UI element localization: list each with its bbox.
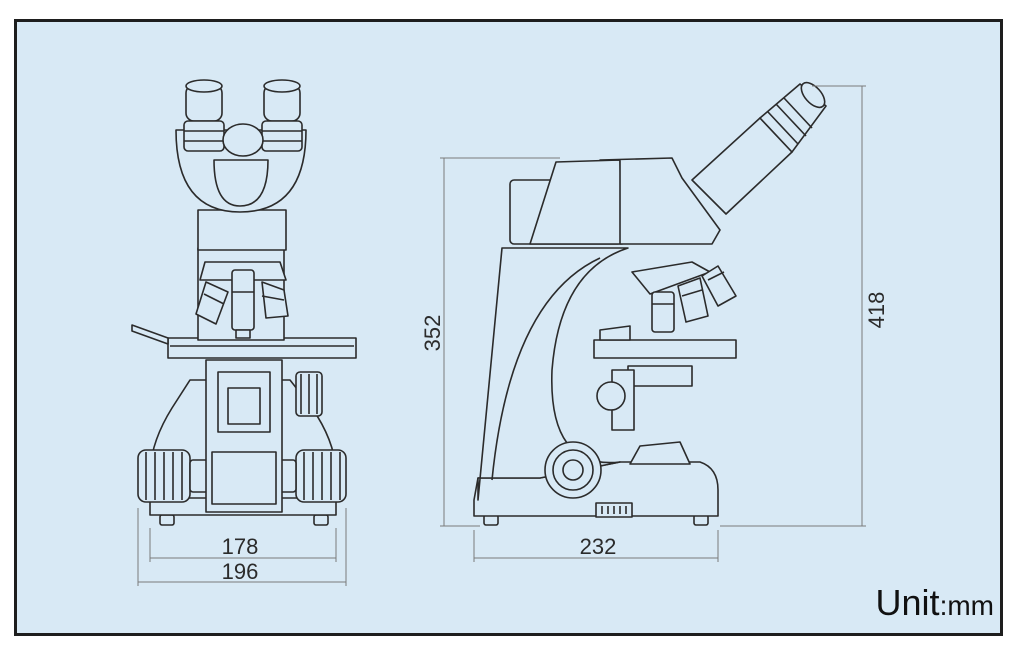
dim-text-232: 232 — [580, 534, 617, 559]
side-stand — [477, 247, 629, 501]
side-stage-knob — [596, 381, 626, 411]
front-objective-left — [195, 281, 229, 325]
side-stage — [593, 339, 737, 359]
unit-value: mm — [947, 590, 994, 621]
front-stage — [167, 337, 357, 359]
front-interpupillary-knob — [222, 123, 264, 157]
front-eyepiece-right — [261, 79, 303, 152]
side-stage-clip — [599, 325, 631, 341]
dim-text-418: 418 — [864, 292, 889, 329]
dim-text-178: 178 — [222, 534, 259, 559]
dim-text-352: 352 — [420, 315, 445, 352]
side-objective-middle — [677, 277, 709, 323]
dim-text-196: 196 — [222, 559, 259, 584]
front-view-microscope — [131, 79, 357, 526]
front-stage-knob — [295, 371, 323, 417]
front-foot-right — [313, 514, 329, 526]
front-head-body — [197, 209, 287, 251]
unit-label-text: Unit — [875, 582, 940, 623]
front-foot-left — [159, 514, 175, 526]
side-head-tube-mount — [599, 157, 721, 245]
front-stage-clip — [131, 324, 169, 345]
side-objective-front — [651, 291, 675, 333]
side-focus-knob — [544, 441, 602, 499]
dimension-lines — [137, 85, 866, 586]
front-objective-center — [231, 269, 255, 339]
front-objective-right — [261, 281, 289, 319]
side-condenser — [627, 365, 693, 387]
side-objective-back — [701, 265, 737, 307]
unit-separator: : — [939, 590, 948, 621]
side-lamp-housing — [629, 441, 691, 465]
side-eyepiece-tube — [691, 81, 827, 215]
front-focus-knob-left — [137, 449, 209, 503]
side-view-microscope — [473, 81, 827, 526]
front-eyepiece-left — [183, 79, 225, 152]
unit-label: Unit:mm — [876, 582, 994, 624]
